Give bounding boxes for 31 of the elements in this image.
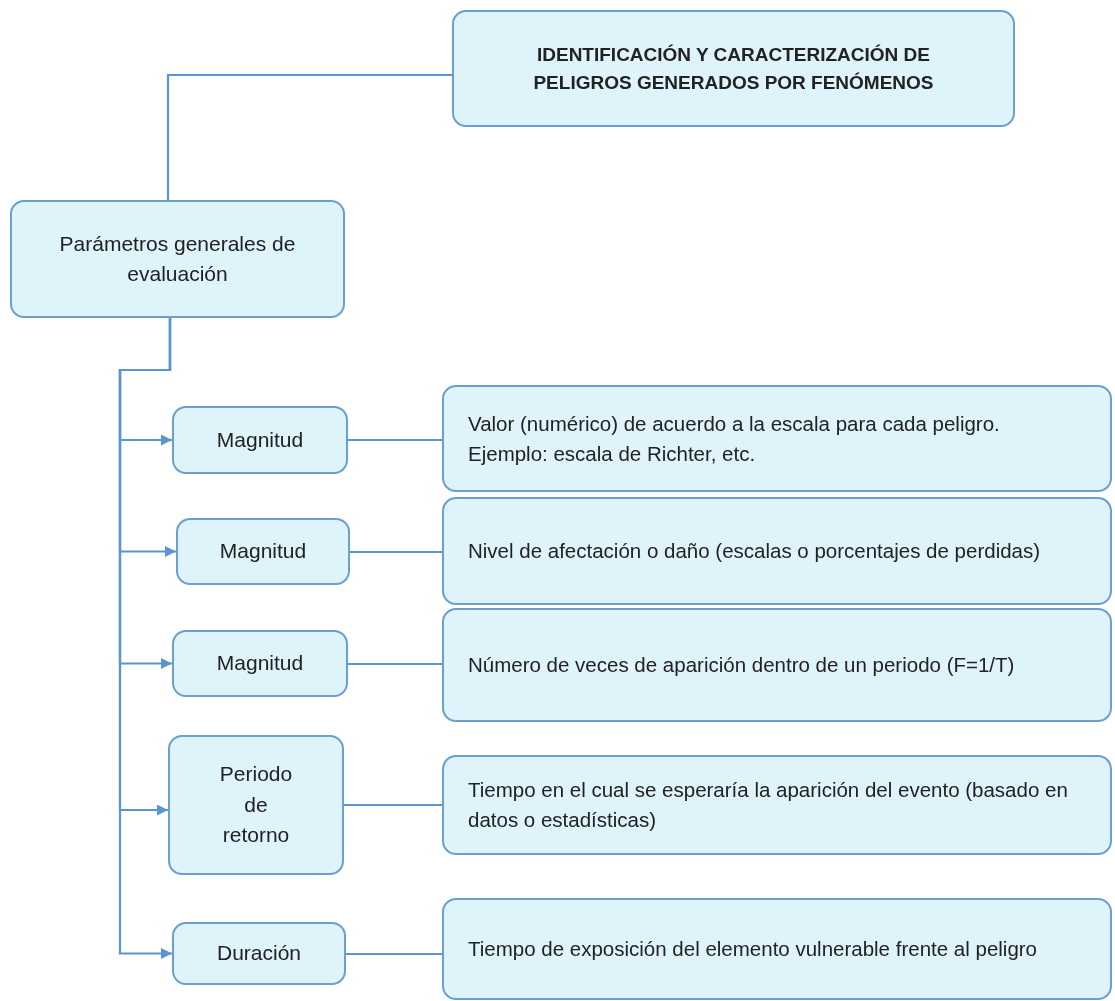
box-text: Magnitud bbox=[216, 650, 304, 677]
description-box bbox=[442, 755, 1112, 855]
process-box bbox=[172, 630, 348, 697]
box-text: Duración bbox=[216, 940, 301, 967]
process-box bbox=[172, 406, 348, 474]
process-box bbox=[172, 922, 346, 985]
description-box bbox=[442, 385, 1112, 492]
connector-line bbox=[344, 803, 442, 807]
description-box bbox=[442, 898, 1112, 1000]
title-box bbox=[452, 10, 1015, 127]
box-text: Nivel de afectación o daño (escalas o porcentajes de perdidas) bbox=[468, 538, 1042, 565]
box-text: Periodo de retorno bbox=[219, 761, 293, 849]
connector-line bbox=[348, 662, 442, 666]
box-text: Valor (numérico) de acuerdo a la escala para cada peligro. Ejemplo: escala de Richter, etc. bbox=[468, 410, 1001, 467]
connector-line bbox=[166, 73, 452, 200]
arrow bbox=[118, 318, 172, 959]
connector-line bbox=[346, 952, 442, 956]
description-box bbox=[442, 608, 1112, 722]
description-box bbox=[442, 497, 1112, 605]
box-text: Magnitud bbox=[219, 538, 307, 565]
box-text: Tiempo de exposición del elemento vulnerable frente al peligro bbox=[468, 936, 1039, 963]
process-box bbox=[176, 518, 350, 585]
title-text: IDENTIFICACIÓN Y CARACTERIZACIÓN DE PELIGROS GENERADOS POR FENÓMENOS bbox=[532, 42, 935, 95]
process-box bbox=[10, 200, 345, 318]
connector-line bbox=[348, 438, 442, 442]
box-text: Magnitud bbox=[216, 426, 304, 453]
box-text: Tiempo en el cual se esperaría la aparición del evento (basado en datos o estadísticas) bbox=[468, 777, 1069, 833]
box-text: Número de veces de aparición dentro de un periodo (F=1/T) bbox=[468, 652, 1016, 679]
connector-line bbox=[350, 550, 442, 554]
box-text: Parámetros generales de evaluación bbox=[58, 230, 297, 287]
process-box bbox=[168, 735, 344, 875]
